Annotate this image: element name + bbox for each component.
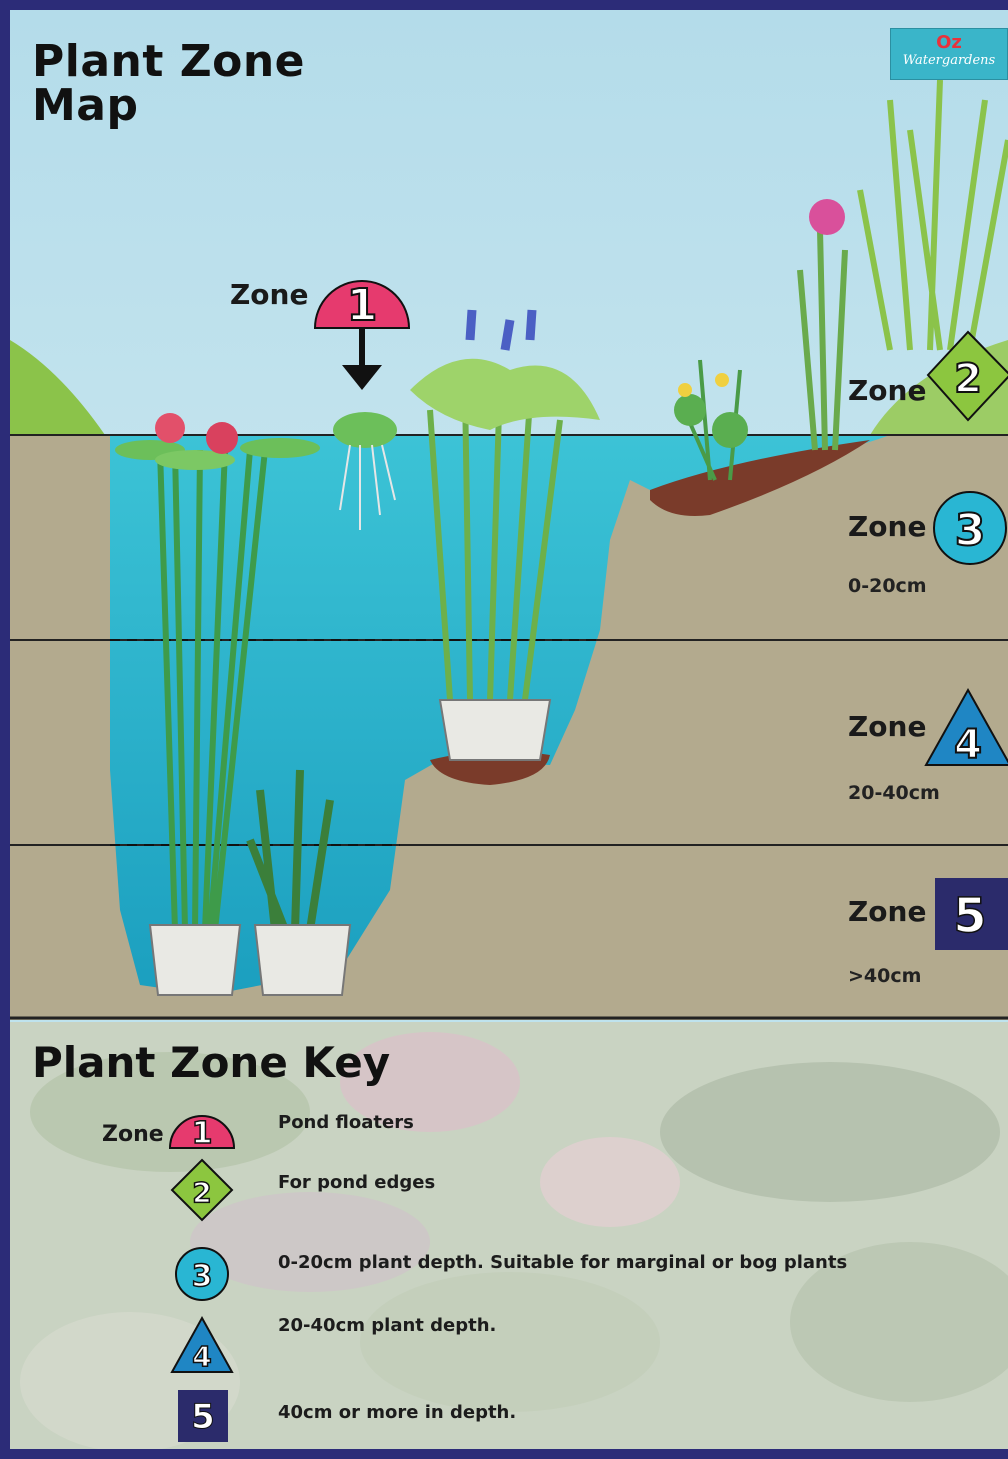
- key-zone-4-description: 20-40cm plant depth.: [278, 1315, 496, 1336]
- zone-4-label: Zone: [848, 710, 926, 743]
- zone-5-label: Zone: [848, 895, 926, 928]
- oz-watergardens-logo: Oz Watergardens: [890, 28, 1008, 80]
- zone-3-depth: 0-20cm: [848, 575, 927, 597]
- key-zone-5-description: 40cm or more in depth.: [278, 1402, 516, 1423]
- pot-mid-pickerel: [440, 700, 550, 760]
- key-zone-word: Zone: [102, 1122, 164, 1147]
- zone-4-depth: 20-40cm: [848, 782, 940, 804]
- key-zone-3-description: 0-20cm plant depth. Suitable for margina…: [278, 1252, 847, 1273]
- zone-1-label: Zone: [230, 278, 308, 311]
- key-zone-1-description: Pond floaters: [278, 1112, 414, 1133]
- svg-text:3: 3: [955, 505, 986, 556]
- key-zone-2-description: For pond edges: [278, 1172, 435, 1193]
- svg-text:5: 5: [953, 888, 986, 944]
- key-background-photo: [10, 1022, 1008, 1459]
- zone-5-depth: >40cm: [848, 965, 921, 987]
- svg-text:2: 2: [954, 356, 982, 402]
- key-title: Plant Zone Key: [32, 1042, 390, 1084]
- map-title: Plant Zone Map: [32, 40, 352, 128]
- pot-deep-oxygenator: [255, 925, 350, 995]
- zone-3-badge: 3: [934, 492, 1006, 564]
- logo-text-bottom: Watergardens: [891, 53, 1007, 69]
- svg-text:4: 4: [954, 722, 982, 768]
- pot-deep-lily: [150, 925, 240, 995]
- svg-text:1: 1: [347, 280, 378, 331]
- logo-text-top: Oz: [891, 33, 1007, 53]
- zone-5-badge: 5: [935, 878, 1008, 950]
- zone-2-label: Zone: [848, 374, 926, 407]
- zone-3-label: Zone: [848, 510, 926, 543]
